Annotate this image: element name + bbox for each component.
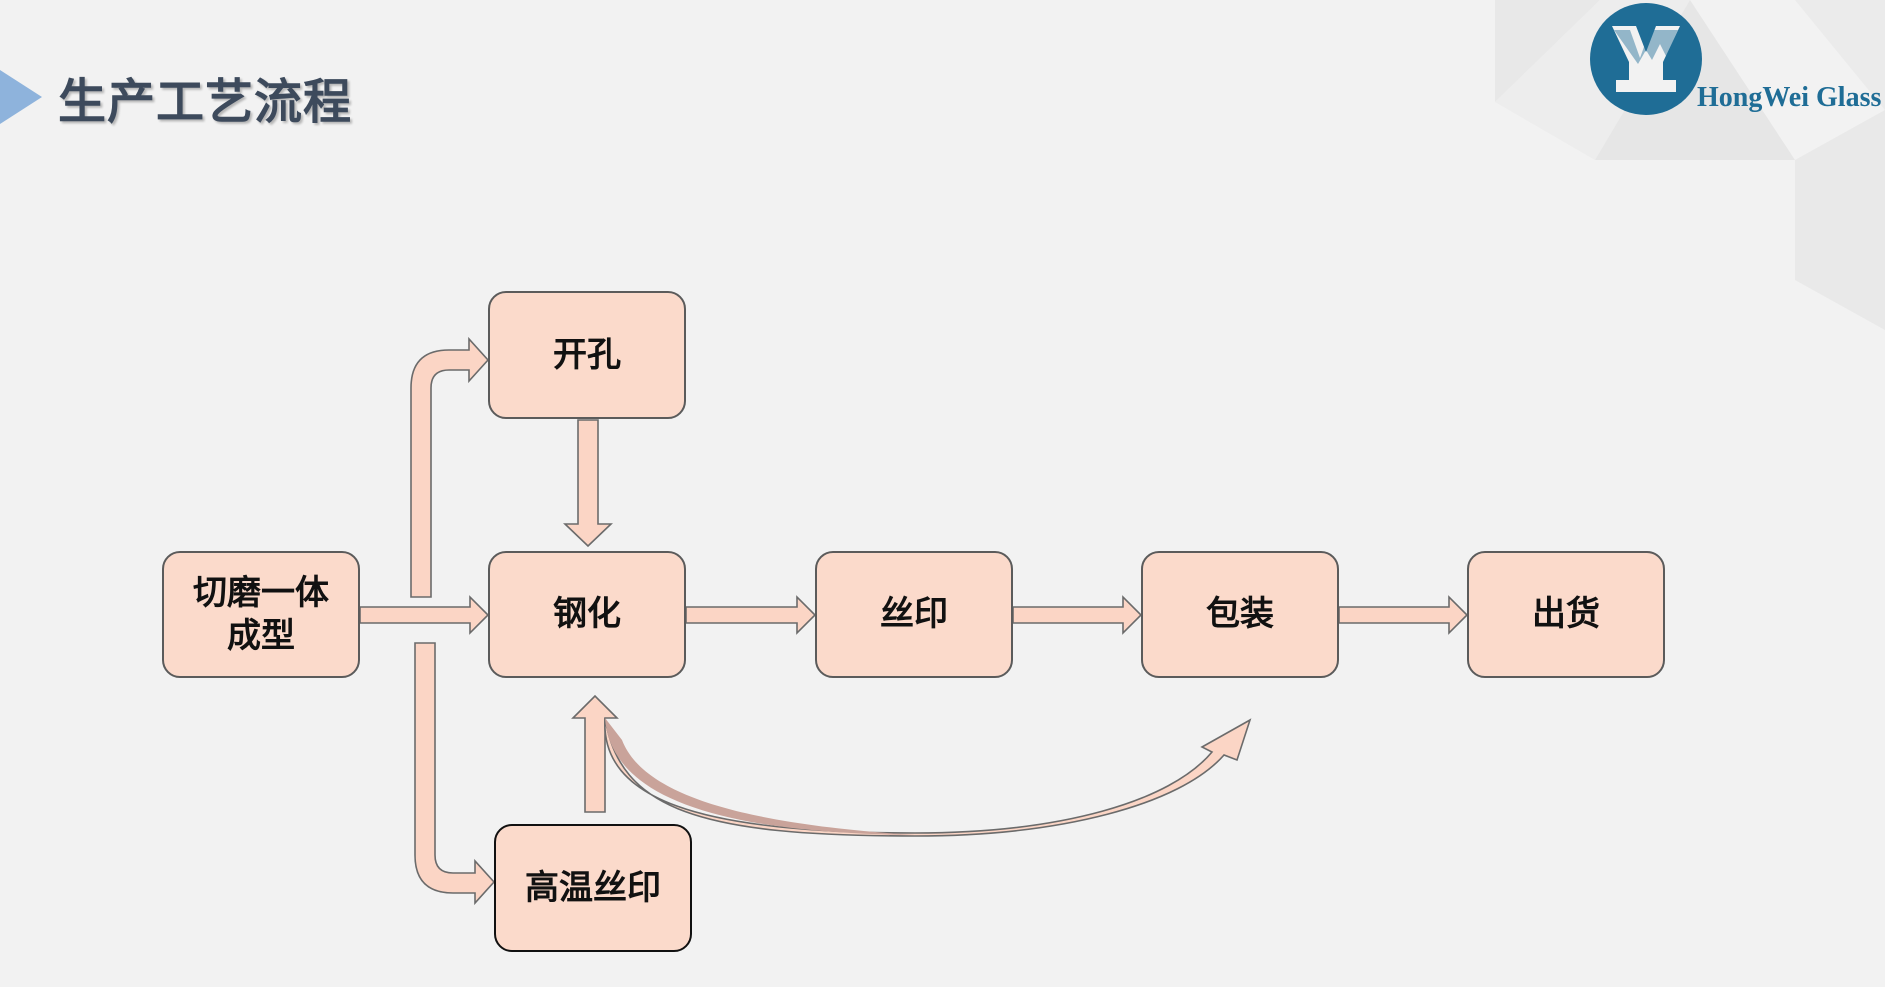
- node-cut-grind-line1: 切磨一体: [193, 573, 329, 613]
- arrow-cut-to-hightemp: [414, 642, 496, 906]
- arrow-tempering-to-silk: [685, 595, 817, 635]
- title-marker-icon: [0, 70, 42, 124]
- arrow-tempering-to-packing: [604, 717, 1252, 837]
- page-title: 生产工艺流程: [58, 74, 353, 130]
- arrow-packing-to-shipping: [1338, 595, 1469, 635]
- node-cut-grind-line2: 成型: [227, 615, 295, 656]
- node-packing: 包装: [1141, 551, 1339, 678]
- node-high-temp-print: 高温丝印: [494, 824, 692, 952]
- arrows: [359, 336, 1469, 906]
- hw-logo-icon: [1590, 3, 1702, 115]
- arrow-hightemp-to-tempering: [571, 694, 619, 813]
- node-tempering: 钢化: [488, 551, 686, 678]
- node-drilling: 开孔: [488, 291, 686, 419]
- arrow-silk-to-packing: [1012, 595, 1143, 635]
- arrow-cut-to-drilling: [410, 336, 490, 598]
- node-shipping: 出货: [1467, 551, 1665, 678]
- arrow-cut-to-tempering: [359, 595, 490, 635]
- arrow-drilling-to-tempering: [563, 419, 613, 548]
- brand-name: HongWei Glass: [1697, 82, 1882, 113]
- node-silk-print: 丝印: [815, 551, 1013, 678]
- node-cut-grind: 切磨一体 成型: [162, 551, 360, 678]
